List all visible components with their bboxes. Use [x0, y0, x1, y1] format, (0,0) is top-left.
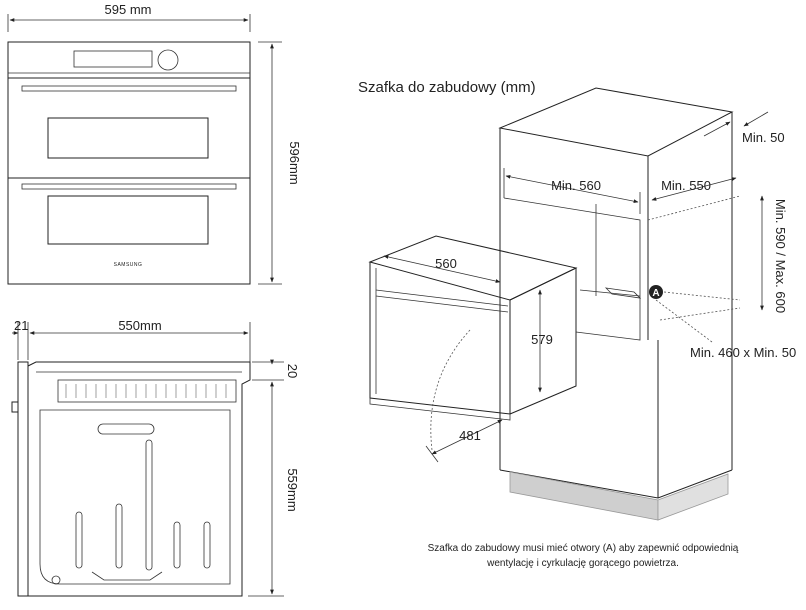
- oven-front: [369, 262, 511, 415]
- side-height-label: 559mm: [285, 468, 300, 511]
- bottom-bracket: [91, 571, 163, 581]
- plinth-side: [657, 473, 729, 521]
- top-vent-panel: [57, 379, 237, 403]
- oven-width-dimension-line: [383, 255, 501, 283]
- footnote: Szafka do zabudowy musi mieć otwory (A) …: [428, 543, 739, 569]
- door-swing-dimension-line: [431, 419, 503, 455]
- front-width-label: 595 mm: [105, 2, 152, 17]
- vent-slots: [65, 384, 227, 398]
- height-ext-top: [647, 195, 741, 221]
- oven-panel-line-b: [375, 295, 509, 313]
- upper-window: [47, 117, 209, 159]
- vent-marker-letter: A: [652, 288, 659, 299]
- vent-dim-line: [663, 291, 741, 301]
- oven-top: [368, 235, 578, 301]
- upper-handle: [21, 85, 237, 92]
- cabinet-depth-label: Min. 550: [661, 178, 711, 193]
- oven-bottom-strip: [369, 398, 511, 421]
- door-profile: [17, 361, 29, 597]
- side-slot-top: [97, 423, 155, 435]
- gap-arrow-a: [703, 121, 731, 137]
- niche-opening: [503, 197, 641, 341]
- door-swing-arc: [430, 329, 471, 451]
- cabinet-height-label: Min. 590 / Max. 600: [773, 199, 788, 313]
- gap-arrow-b: [743, 111, 769, 127]
- door-depth-label: 21: [14, 318, 28, 333]
- side-view: 21 550mm: [11, 318, 300, 597]
- side-slot-right-b: [203, 521, 211, 569]
- cabinet-width-label: Min. 560: [551, 178, 601, 193]
- oven-front-body: [7, 41, 251, 285]
- door-swing-label: 481: [459, 428, 481, 443]
- display-panel: [73, 50, 153, 68]
- vent-opening: [604, 287, 642, 299]
- height-ext-bottom: [659, 307, 741, 321]
- front-height-label: 596mm: [287, 141, 302, 184]
- brand-logo: SAMSUNG: [114, 262, 143, 268]
- oven-width-label: 560: [435, 256, 457, 271]
- mount-hole: [51, 575, 61, 585]
- side-slot-long: [145, 439, 153, 571]
- width-dimension-line: [505, 174, 639, 204]
- depth-dimension-line: [651, 177, 737, 201]
- footnote-line-2: wentylację i cyrkulację gorącego powietr…: [486, 558, 679, 569]
- vent-leader: [655, 299, 713, 343]
- oven-side: [509, 267, 577, 415]
- niche-floor-line: [579, 289, 641, 297]
- control-knob: [157, 49, 179, 71]
- side-slot-left: [75, 511, 83, 569]
- oven-panel-line-a: [375, 289, 509, 307]
- gap-label: Min. 50: [742, 130, 785, 145]
- door-swing-ext: [425, 445, 439, 463]
- side-slot-right-a: [173, 521, 181, 569]
- footnote-line-1: Szafka do zabudowy musi mieć otwory (A) …: [428, 543, 739, 554]
- side-slot-mid: [115, 503, 123, 569]
- lower-window: [47, 195, 209, 245]
- vent-marker-circle: [649, 285, 663, 299]
- cabinet-top: [498, 87, 734, 157]
- cabinet-title: Szafka do zabudowy (mm): [358, 79, 536, 96]
- lower-handle: [21, 183, 237, 190]
- top-gap-label: 20: [285, 364, 300, 378]
- vent-size-label: Min. 460 x Min. 50: [690, 345, 796, 360]
- front-view: 595 mm SAMSUNG 596mm: [7, 2, 302, 285]
- plinth-front: [509, 471, 659, 521]
- side-panel-outline: [39, 409, 231, 585]
- oven-height-label: 579: [531, 332, 553, 347]
- oven-side-body: [27, 361, 251, 597]
- cabinet-view: Szafka do zabudowy (mm) Min. 50 Min. 560…: [358, 79, 796, 521]
- door-handle-profile: [11, 401, 19, 413]
- side-depth-label: 550mm: [118, 318, 161, 333]
